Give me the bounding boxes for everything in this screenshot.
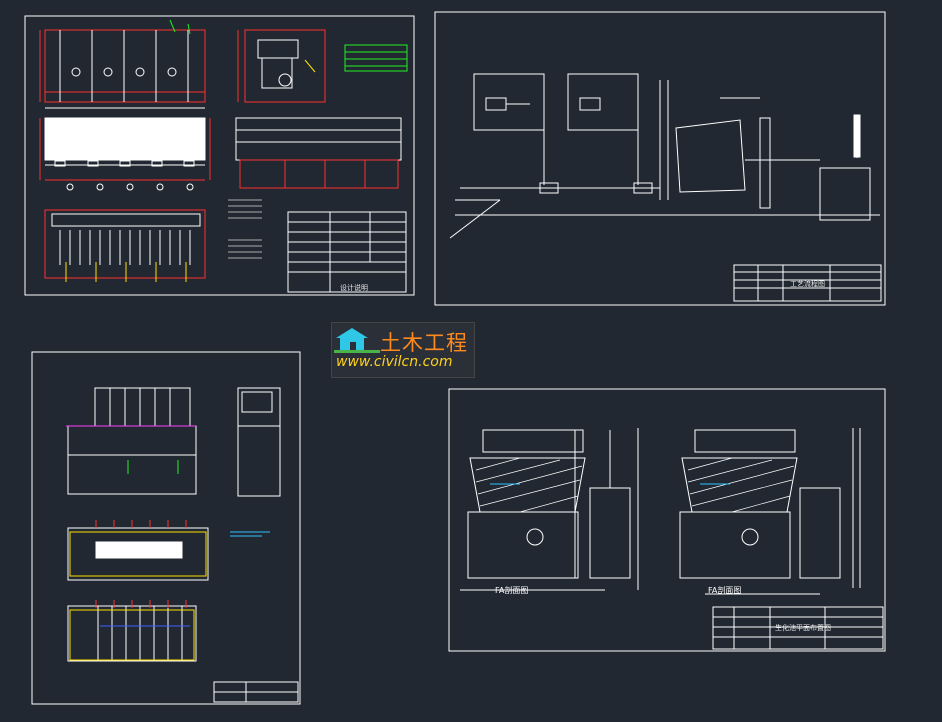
title-block-text-top-left: 设计说明 [340, 283, 368, 292]
sheet-bottom-right [448, 388, 886, 652]
sheet-bottom-left-accents [66, 425, 270, 661]
section-label-b: FA剖面图 [708, 585, 741, 595]
section-label-a: FA剖面图 [495, 585, 528, 595]
sheet-top-right [434, 11, 886, 306]
watermark-url: www.civilcn.com [336, 354, 453, 370]
civilcn-watermark: 土木工程 www.civilcn.com [331, 322, 475, 378]
title-block-text-top-right: 工艺流程图 [790, 279, 825, 288]
title-block-text-bottom-right: 生化池平面布置图 [775, 623, 831, 632]
watermark-site-name: 土木工程 [380, 331, 468, 355]
house-icon [334, 328, 380, 353]
sheet-bottom-left [31, 351, 301, 705]
sheet-top-left [24, 15, 415, 296]
